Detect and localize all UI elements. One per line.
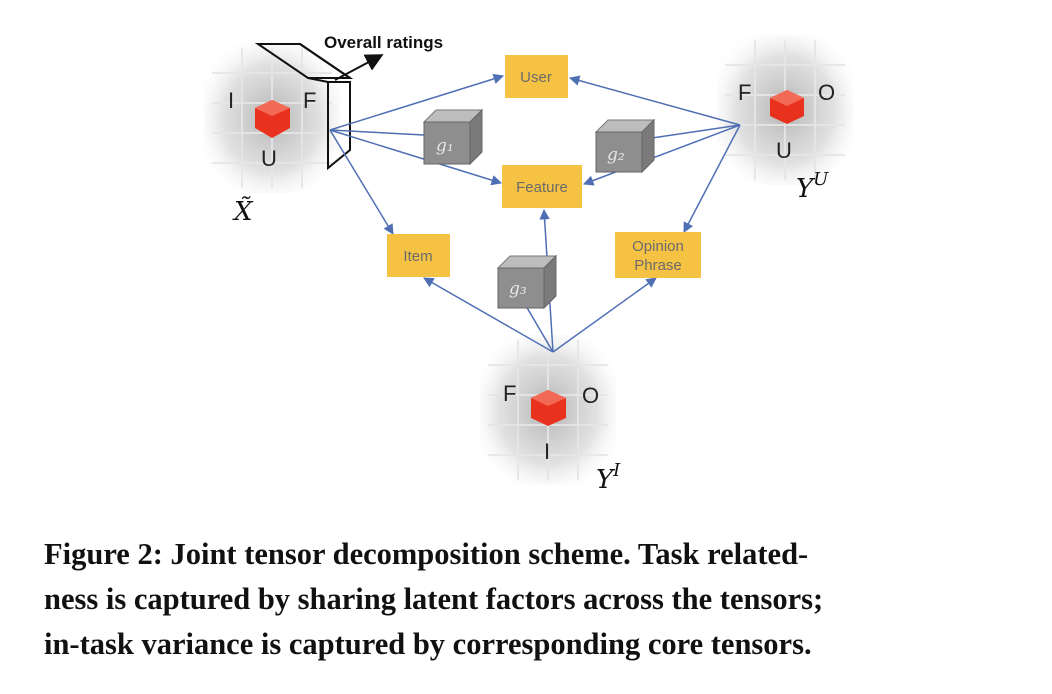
g2-label: g₂ <box>607 145 625 165</box>
tensor-decomposition-diagram: I F U X̃ Overall ratings F O U YU F O I … <box>203 33 854 495</box>
tensor-yu-dim-u: U <box>776 138 792 163</box>
factor-box-opinion-phrase: Opinion Phrase <box>615 232 701 278</box>
core-tensor-g3: g₃ <box>496 254 558 310</box>
factor-box-feature: Feature <box>502 165 582 208</box>
caption-line-1: Figure 2: Joint tensor decomposition sch… <box>44 537 809 571</box>
highlight-cell <box>531 390 566 426</box>
tensor-x: I F U X̃ <box>203 42 341 227</box>
edge-yu-feature <box>583 124 741 186</box>
tensor-yi-label: YI <box>596 460 621 495</box>
core-tensor-g1: g₁ <box>422 108 484 166</box>
edge-yu-user <box>568 75 741 126</box>
edge-yi-item <box>423 277 554 353</box>
edge-yu-opinion <box>683 124 741 233</box>
item-label: Item <box>403 248 432 265</box>
callout-arrow <box>334 54 384 81</box>
tensor-x-label: X̃ <box>232 196 254 227</box>
edge-x-feature <box>329 129 503 186</box>
tensor-yu-dim-f: F <box>738 80 751 105</box>
factor-box-user: User <box>505 55 568 98</box>
tensor-yu: F O U YU <box>716 34 854 204</box>
edge-x-item <box>329 129 394 235</box>
tensor-yu-label: YU <box>796 169 829 204</box>
opinion-label-line1: Opinion <box>632 238 684 255</box>
tensor-yi: F O I YI <box>479 334 621 495</box>
tensor-x-dim-i: I <box>228 88 234 113</box>
edge-yi-g3 <box>525 305 554 353</box>
feature-label: Feature <box>516 179 568 196</box>
tensor-yi-dim-f: F <box>503 381 516 406</box>
edges <box>329 73 741 353</box>
g1-label: g₁ <box>436 136 454 156</box>
tensor-x-dim-u: U <box>261 146 277 171</box>
highlight-cell <box>255 100 290 138</box>
overall-ratings-slice <box>254 43 354 171</box>
tensor-yi-dim-o: O <box>582 383 599 408</box>
edge-yu-g2 <box>651 124 741 139</box>
figure-caption: Figure 2: Joint tensor decomposition sch… <box>44 532 1012 667</box>
highlight-cell <box>770 90 804 124</box>
user-label: User <box>520 69 552 86</box>
tensor-yu-dim-o: O <box>818 80 835 105</box>
edge-yi-opinion <box>552 277 657 353</box>
caption-line-3: in-task variance is captured by correspo… <box>44 627 812 661</box>
overall-ratings-label: Overall ratings <box>324 33 443 52</box>
g3-label: g₃ <box>509 279 527 299</box>
opinion-label-line2: Phrase <box>634 257 682 274</box>
tensor-x-dim-f: F <box>303 88 316 113</box>
factor-box-item: Item <box>387 234 450 277</box>
core-tensor-g2: g₂ <box>594 118 656 174</box>
edge-x-g1 <box>329 129 425 136</box>
tensor-yi-dim-i: I <box>544 439 550 464</box>
caption-line-2: ness is captured by sharing latent facto… <box>44 582 824 616</box>
edge-x-user <box>329 73 505 131</box>
